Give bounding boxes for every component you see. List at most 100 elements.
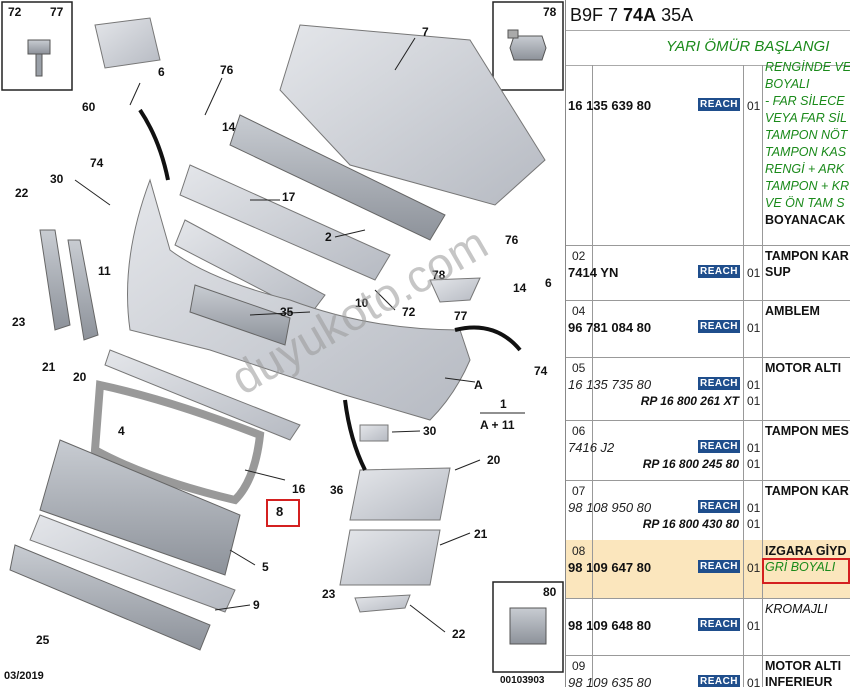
part-description: BOYANACAK <box>765 213 846 227</box>
quantity: 01 <box>747 501 761 515</box>
column-divider <box>593 300 744 357</box>
legend-expression: A + 11 <box>480 418 515 432</box>
part-description: BOYALI <box>765 77 810 91</box>
row-index: 04 <box>572 304 586 318</box>
reach-badge[interactable]: REACH <box>698 560 740 573</box>
reach-badge[interactable]: REACH <box>698 675 740 687</box>
reach-badge[interactable]: REACH <box>698 320 740 333</box>
catalog-code-header: B9F 7 74A 35A <box>566 0 850 31</box>
part-description: TAMPON KAS <box>765 145 847 159</box>
column-divider <box>744 357 763 420</box>
quantity: 01 <box>747 619 761 633</box>
callout-11: 11 <box>98 264 111 278</box>
part-description: INFERIEUR <box>765 675 833 687</box>
column-divider <box>566 245 593 300</box>
part-number: 98 109 648 80 <box>568 618 652 633</box>
callout-20: 20 <box>73 370 87 384</box>
part-number: 7414 YN <box>568 265 619 280</box>
quantity-2: 01 <box>747 457 761 471</box>
column-divider <box>593 540 744 598</box>
part-description: AMBLEM <box>765 304 820 318</box>
code-b: 74A <box>623 5 657 25</box>
quantity-2: 01 <box>747 394 761 408</box>
part-description: TAMPON + KR <box>765 179 850 193</box>
callout-2: 2 <box>325 230 332 244</box>
part-description: IZGARA GİYD <box>765 544 847 558</box>
part-description: TAMPON NÖT <box>765 128 848 142</box>
quantity: 01 <box>747 321 761 335</box>
part-description: VEYA FAR SİL <box>765 111 847 125</box>
callout-6b: 6 <box>545 276 552 290</box>
part-number: 16 135 639 80 <box>568 98 652 113</box>
reach-badge[interactable]: REACH <box>698 265 740 278</box>
part-description: RENGİNDE VE <box>765 60 850 74</box>
reach-badge[interactable]: REACH <box>698 500 740 513</box>
column-divider <box>566 655 593 687</box>
callout-21b: 21 <box>474 527 488 541</box>
callout-60: 60 <box>82 100 96 114</box>
callout-6: 6 <box>158 65 165 79</box>
part-description: GRİ BOYALI <box>765 560 836 574</box>
callout-14b: 14 <box>513 281 527 295</box>
part-description: SUP <box>765 265 791 279</box>
callout-35: 35 <box>280 305 294 319</box>
column-divider <box>566 540 593 598</box>
column-divider <box>744 420 763 480</box>
quantity: 01 <box>747 99 761 113</box>
diagram-ref: 00103903 <box>500 675 545 686</box>
callout-76: 76 <box>220 63 234 77</box>
callout-77: 77 <box>454 309 468 323</box>
corner-label-78: 78 <box>543 5 557 19</box>
corner-label-77: 77 <box>50 5 64 19</box>
callout-22: 22 <box>15 186 29 200</box>
reach-badge[interactable]: REACH <box>698 440 740 453</box>
column-divider <box>593 598 744 655</box>
callout-A: A <box>474 378 483 392</box>
part-description: TAMPON KAR <box>765 484 849 498</box>
column-divider <box>744 655 763 687</box>
column-divider <box>593 655 744 687</box>
corner-label-72: 72 <box>8 5 22 19</box>
callout-9: 9 <box>253 598 260 612</box>
legend-number: 1 <box>500 397 507 411</box>
callout-17: 17 <box>282 190 296 204</box>
row-index: 06 <box>572 424 586 438</box>
part-description: VE ÖN TAM S <box>765 196 845 210</box>
column-divider <box>566 65 593 245</box>
callout-14: 14 <box>222 120 236 134</box>
column-divider <box>744 598 763 655</box>
diagram-date: 03/2019 <box>4 670 44 682</box>
callout-7: 7 <box>422 25 429 39</box>
callout-8: 8 <box>276 504 284 519</box>
quantity: 01 <box>747 676 761 687</box>
replacement-part-number: RP 16 800 261 XT <box>640 394 739 408</box>
row-index: 07 <box>572 484 586 498</box>
callout-25: 25 <box>36 633 50 647</box>
reach-badge[interactable]: REACH <box>698 618 740 631</box>
column-divider <box>593 420 744 480</box>
callout-8-highlight <box>266 499 300 527</box>
part-number: 16 135 735 80 <box>568 377 652 392</box>
quantity: 01 <box>747 561 761 575</box>
column-divider <box>566 357 593 420</box>
section-subtitle: YARI ÖMÜR BAŞLANGI <box>566 31 850 66</box>
column-divider <box>744 480 763 540</box>
callout-5: 5 <box>262 560 269 574</box>
reach-badge[interactable]: REACH <box>698 98 740 111</box>
replacement-part-number: RP 16 800 430 80 <box>642 517 739 531</box>
replacement-part-number: RP 16 800 245 80 <box>642 457 739 471</box>
callout-78: 78 <box>432 268 446 282</box>
quantity: 01 <box>747 378 761 392</box>
corner-label-80: 80 <box>543 585 557 599</box>
quantity: 01 <box>747 441 761 455</box>
reach-badge[interactable]: REACH <box>698 377 740 390</box>
